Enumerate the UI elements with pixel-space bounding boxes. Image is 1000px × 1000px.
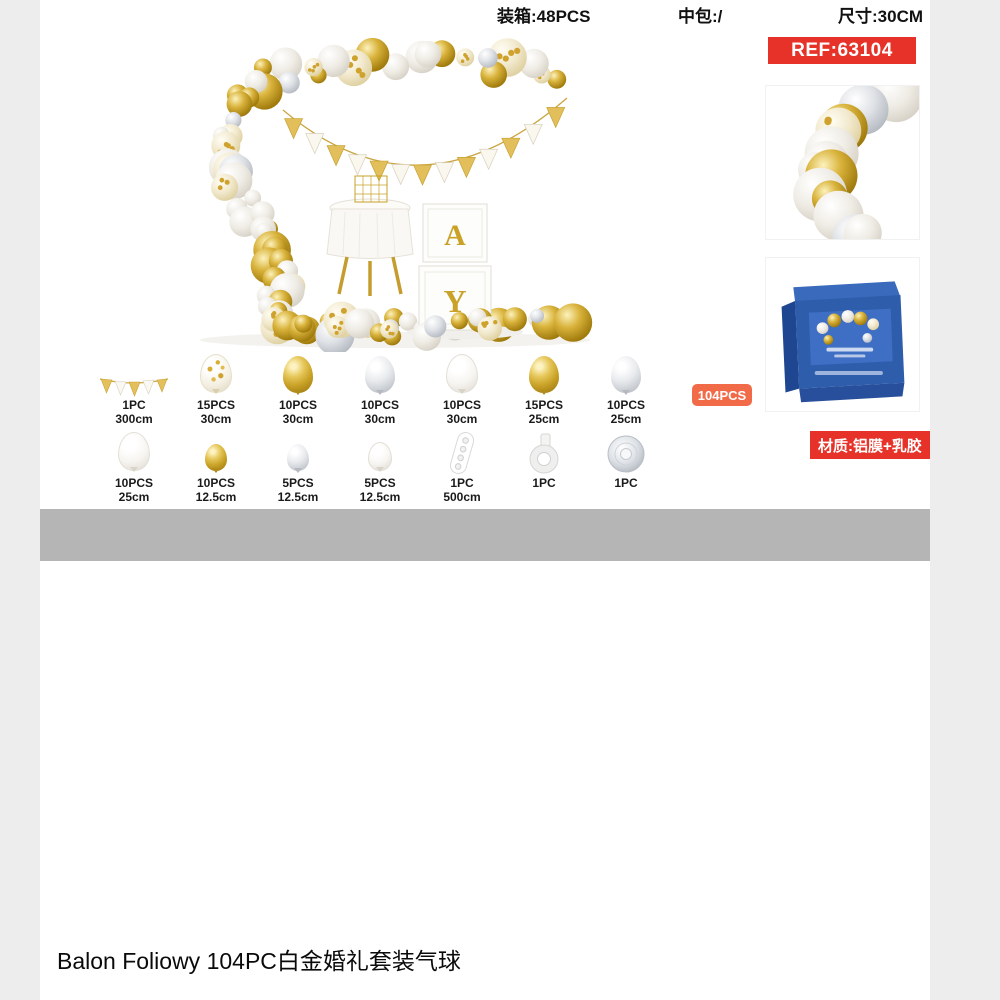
silver-icon	[365, 352, 395, 398]
ribbon-icon	[602, 430, 650, 476]
product-title: Balon Foliowy 104PC白金婚礼套装气球	[57, 948, 461, 974]
part-item: 1PC	[503, 430, 585, 504]
catalog-card: 装箱:48PCS 中包:/ 尺寸:30CM REF:63104	[40, 0, 930, 1000]
part-quantity: 10PCS	[278, 398, 318, 412]
part-size: 12.5cm	[359, 490, 401, 504]
glue-icon	[521, 430, 567, 476]
part-quantity: 15PCS	[524, 398, 564, 412]
part-size: 30cm	[282, 412, 314, 426]
part-size: 30cm	[364, 412, 396, 426]
thumbnail-closeup[interactable]	[765, 68, 923, 262]
part-quantity: 1PC	[122, 398, 146, 412]
thumbnail-package[interactable]	[765, 257, 920, 412]
white-icon	[118, 430, 150, 476]
part-quantity: 10PCS	[196, 476, 236, 490]
part-size: 12.5cm	[277, 490, 319, 504]
part-size: 30cm	[200, 412, 232, 426]
silver-icon	[611, 352, 641, 398]
part-quantity: 10PCS	[114, 476, 154, 490]
part-size: 300cm	[115, 412, 153, 426]
gold-icon	[529, 352, 559, 398]
part-quantity: 10PCS	[442, 398, 482, 412]
product-photo-graphic: A Y	[200, 37, 593, 356]
ref-badge: REF:63104	[768, 37, 916, 64]
part-size: 500cm	[443, 490, 481, 504]
part-size: 25cm	[118, 490, 150, 504]
part-quantity: 5PCS	[282, 476, 314, 490]
part-quantity: 1PC	[614, 476, 638, 490]
part-quantity: 1PC	[450, 476, 474, 490]
spec-size: 尺寸:30CM	[838, 7, 924, 26]
gold-small-icon	[205, 430, 227, 476]
spec-middle-pack: 中包:/	[678, 7, 723, 26]
banner-icon	[97, 352, 171, 398]
strip-icon	[439, 430, 485, 476]
confetti-icon	[200, 352, 232, 398]
part-quantity: 1PC	[532, 476, 556, 490]
box-letter-y: Y	[443, 283, 466, 319]
silver-small-icon	[287, 430, 309, 476]
gold-icon	[283, 352, 313, 398]
part-size: 25cm	[528, 412, 560, 426]
part-size: 25cm	[610, 412, 642, 426]
part-quantity: 5PCS	[364, 476, 396, 490]
white-icon	[446, 352, 478, 398]
part-quantity: 10PCS	[606, 398, 646, 412]
closeup-garland-graphic	[793, 68, 923, 262]
bunting-banner-graphic	[282, 97, 568, 186]
quantity-badge: 104PCS	[692, 384, 752, 406]
part-size: 30cm	[446, 412, 478, 426]
material-badge: 材质:铝膜+乳胶	[810, 431, 930, 459]
white-small-icon	[368, 430, 392, 476]
part-item: 1PC	[585, 430, 667, 504]
part-size: 12.5cm	[195, 490, 237, 504]
part-quantity: 10PCS	[360, 398, 400, 412]
product-photo[interactable]: A Y	[165, 26, 595, 356]
package-box-graphic	[781, 281, 905, 403]
spec-packing: 装箱:48PCS	[497, 7, 591, 26]
divider-band	[40, 509, 930, 561]
part-quantity: 15PCS	[196, 398, 236, 412]
box-letter-a: A	[444, 219, 466, 252]
